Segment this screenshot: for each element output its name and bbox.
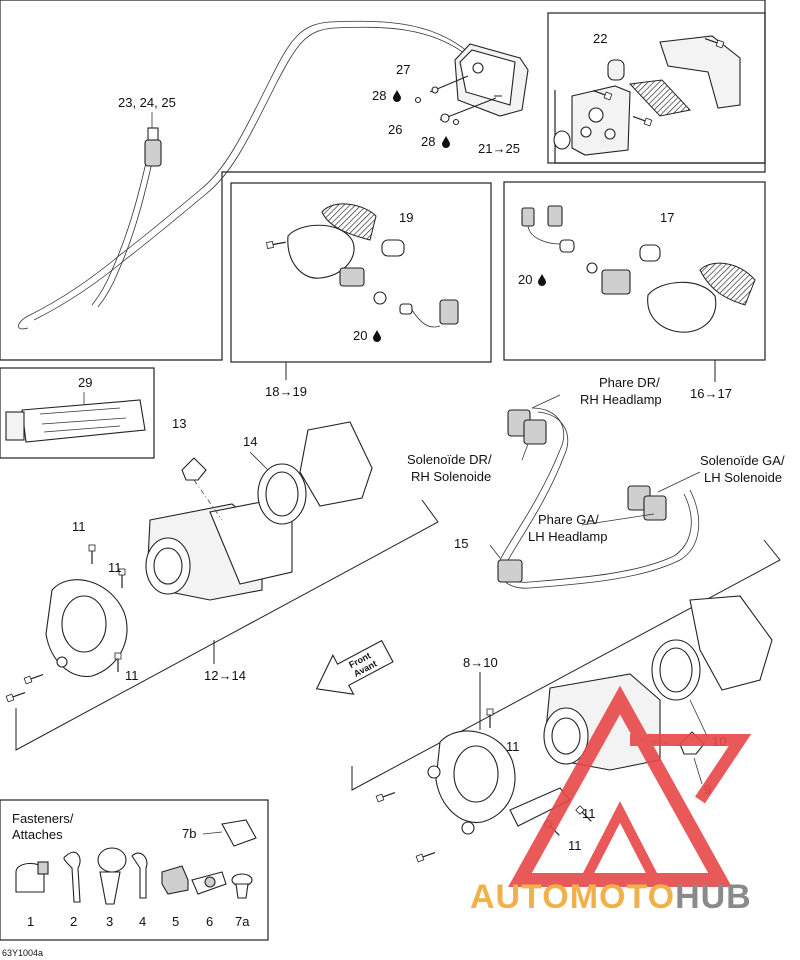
callout-13: 13 <box>172 416 186 431</box>
oil-drop-icon <box>393 90 401 102</box>
signal-lens <box>321 203 377 241</box>
callout-23-24-25: 23, 24, 25 <box>118 95 176 110</box>
spring-clip <box>221 819 257 847</box>
signal-socket <box>339 267 365 287</box>
loop-tie <box>97 847 127 873</box>
callout-2: 2 <box>70 914 77 929</box>
callout-27: 27 <box>396 62 410 77</box>
callout-20b: 20 <box>518 272 532 287</box>
front-direction-arrow: Front Avant <box>315 639 394 695</box>
signal-socket-r <box>601 269 631 295</box>
oil-drop-icon <box>373 330 381 342</box>
lh-headlamp-label-fr: Phare GA/ <box>538 512 599 527</box>
callout-15: 15 <box>454 536 468 551</box>
callout-7a: 7a <box>235 914 250 929</box>
bulb-22 <box>607 59 625 81</box>
lh-headlamp-label-en: LH Headlamp <box>528 529 608 544</box>
callout-5: 5 <box>172 914 179 929</box>
bulb-19 <box>381 239 405 257</box>
callout-19: 19 <box>399 210 413 225</box>
signal-housing <box>287 224 355 279</box>
watermark-logo <box>508 685 752 887</box>
callout-11: 11 <box>72 519 86 534</box>
callout-8-10: 8→10 <box>463 655 498 670</box>
front-arrow-icon <box>315 639 394 695</box>
signal-housing-r <box>647 281 717 333</box>
fasteners-title-en: Fasteners/ <box>12 811 74 826</box>
callout-26: 26 <box>388 122 402 137</box>
right-headlamp-assembly: 8→10 11 11 11 10 9 <box>351 539 781 863</box>
callout-22: 22 <box>593 31 607 46</box>
callout-28: 28 <box>372 88 386 103</box>
headlamp-frame-r <box>689 595 773 691</box>
harness-connector <box>144 139 162 167</box>
lh-solenoid-label-fr: Solenoïde GA/ <box>700 453 785 468</box>
washer <box>431 86 439 94</box>
cable-tie <box>131 852 148 899</box>
clip <box>161 865 189 895</box>
watermark: AUTOMOTOHUB <box>470 685 752 916</box>
bulb-20 <box>399 303 413 315</box>
document-code: 63Y1004a <box>2 948 43 958</box>
rh-solenoid-connector <box>523 419 547 445</box>
headlamp-frame <box>299 421 373 507</box>
callout-4: 4 <box>139 914 146 929</box>
tie-strap <box>63 851 81 903</box>
callout-29: 29 <box>78 375 92 390</box>
callout-14: 14 <box>243 434 257 449</box>
bulb-17 <box>639 244 661 262</box>
callout-16-17: 16→17 <box>690 386 732 401</box>
oil-drop-icon <box>442 136 450 148</box>
callout-12-14: 12→14 <box>204 668 246 683</box>
rh-solenoid-label-en: RH Solenoide <box>411 469 491 484</box>
callout-11c: 11 <box>125 668 139 683</box>
socket <box>553 130 571 150</box>
fasteners-box: Fasteners/ Attaches 1 2 3 4 5 6 7a 7b <box>0 799 269 941</box>
callout-21-25: 21→25 <box>478 141 520 156</box>
turn-signal-group-left: 19 20 18→19 <box>230 182 492 399</box>
callout-20: 20 <box>353 328 367 343</box>
callout-17: 17 <box>660 210 674 225</box>
taillight-group: 22 27 28 26 28 21→25 23, 24, 25 <box>0 0 766 361</box>
bulb-13 <box>181 457 207 481</box>
headlamp-harness: Phare DR/ RH Headlamp Solenoïde DR/ RH S… <box>407 375 785 589</box>
callout-11b: 11 <box>108 560 122 575</box>
lh-solenoid-label-en: LH Solenoide <box>704 470 782 485</box>
left-headlamp-assembly: 13 14 11 11 11 12→14 <box>5 416 439 751</box>
rh-headlamp-label-en: RH Headlamp <box>580 392 662 407</box>
reflector <box>628 79 691 117</box>
turn-signal-group-right: 17 20 16→17 <box>503 181 766 401</box>
callout-11d: 11 <box>506 739 520 754</box>
signal-lens-r <box>699 262 756 306</box>
callout-11f: 11 <box>568 838 582 853</box>
watermark-text: AUTOMOTOHUB <box>470 878 752 916</box>
lens-inset-box <box>547 12 766 164</box>
harness-connector-tip <box>147 127 159 141</box>
callout-1: 1 <box>27 914 34 929</box>
fasteners-title-fr: Attaches <box>12 827 63 842</box>
rh-solenoid-label-fr: Solenoïde DR/ <box>407 452 492 467</box>
callout-18-19: 18→19 <box>265 384 307 399</box>
rh-headlamp-label-fr: Phare DR/ <box>599 375 660 390</box>
taillight-lens-cover <box>659 35 741 109</box>
callout-6: 6 <box>206 914 213 929</box>
callout-28b: 28 <box>421 134 435 149</box>
callout-7b: 7b <box>182 826 196 841</box>
oil-drop-icon <box>538 274 546 286</box>
hose-clamp <box>15 862 45 893</box>
callout-3: 3 <box>106 914 113 929</box>
callout-11e: 11 <box>582 806 596 821</box>
main-connector <box>497 559 523 583</box>
lh-headlamp-connector <box>643 495 667 521</box>
sealant-box: 29 <box>0 367 155 459</box>
